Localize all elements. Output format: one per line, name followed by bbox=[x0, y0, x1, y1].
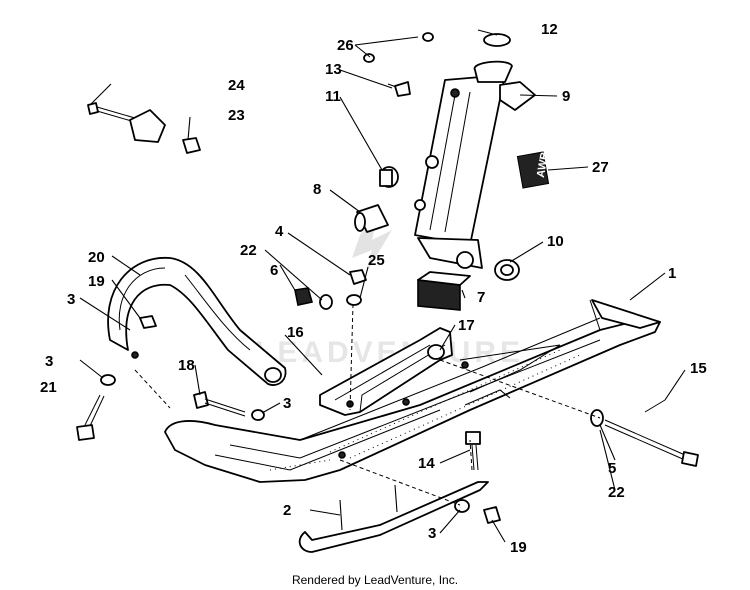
callout-19a: 19 bbox=[88, 273, 105, 290]
callout-6: 6 bbox=[270, 262, 278, 279]
callout-2: 2 bbox=[283, 502, 291, 519]
callout-14: 14 bbox=[418, 455, 435, 472]
callout-11: 11 bbox=[325, 88, 341, 105]
callout-3c: 3 bbox=[283, 395, 291, 412]
callout-24: 24 bbox=[228, 77, 245, 94]
spindle-cap bbox=[483, 33, 511, 47]
ski-body bbox=[164, 299, 661, 483]
callout-20: 20 bbox=[88, 249, 105, 266]
callout-12: 12 bbox=[541, 21, 558, 38]
callout-3a: 3 bbox=[67, 291, 75, 308]
callout-1: 1 bbox=[668, 265, 676, 282]
callout-5: 5 bbox=[608, 460, 616, 477]
callout-4: 4 bbox=[275, 223, 284, 240]
callout-18: 18 bbox=[178, 357, 195, 374]
awb-decal: AWB bbox=[516, 151, 551, 189]
callout-16: 16 bbox=[287, 324, 304, 341]
ski-loop-handle bbox=[107, 257, 287, 386]
callout-22a: 22 bbox=[240, 242, 257, 259]
leader-lines bbox=[79, 29, 686, 543]
callout-9: 9 bbox=[562, 88, 570, 105]
callout-26: 26 bbox=[337, 37, 354, 54]
credit-text: Rendered by LeadVenture, Inc. bbox=[292, 573, 458, 587]
callout-3d: 3 bbox=[428, 525, 436, 542]
callout-25: 25 bbox=[368, 252, 385, 269]
callout-17: 17 bbox=[458, 317, 475, 334]
callout-15: 15 bbox=[690, 360, 707, 377]
callout-3b: 3 bbox=[45, 353, 53, 370]
callout-21: 21 bbox=[40, 379, 57, 396]
callout-7: 7 bbox=[477, 289, 485, 306]
callout-27: 27 bbox=[592, 159, 609, 176]
spindle bbox=[414, 60, 536, 269]
hardware bbox=[76, 32, 699, 524]
callout-23: 23 bbox=[228, 107, 245, 124]
wear-bar bbox=[298, 481, 489, 553]
decal-text: AWB bbox=[535, 151, 551, 178]
callout-8: 8 bbox=[313, 181, 321, 198]
assembly-guide-lines bbox=[134, 303, 601, 506]
callout-numbers: 26 13 11 12 9 27 24 23 8 4 22 6 25 10 7 … bbox=[40, 21, 707, 556]
callout-19b: 19 bbox=[510, 539, 527, 556]
callout-10: 10 bbox=[547, 233, 564, 250]
callout-22b: 22 bbox=[608, 484, 625, 501]
callout-13: 13 bbox=[325, 61, 342, 78]
